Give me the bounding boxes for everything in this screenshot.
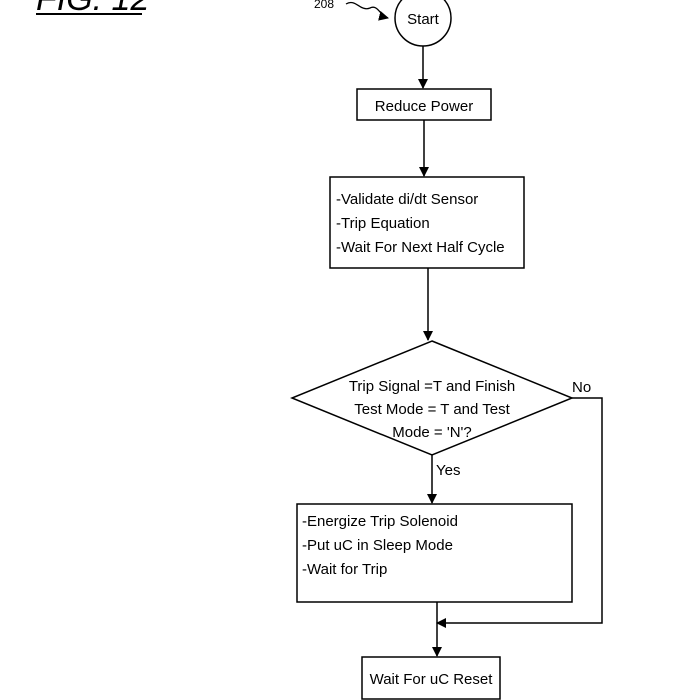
validate-line-2: -Trip Equation	[336, 215, 430, 232]
validate-line-1: -Validate di/dt Sensor	[336, 191, 478, 208]
energize-line-2: -Put uC in Sleep Mode	[302, 537, 453, 554]
arrow-no-branch	[436, 397, 603, 628]
energize-trip-box	[296, 503, 573, 603]
decision-line-1: Trip Signal =T and Finish	[349, 378, 515, 395]
wait-reset-box	[361, 656, 501, 700]
reference-leader-line	[345, 1, 389, 21]
no-label: No	[572, 379, 591, 396]
decision-line-3: Mode = 'N'?	[392, 424, 472, 441]
decision-line-2: Test Mode = T and Test	[354, 401, 510, 418]
reference-numeral: 208	[314, 0, 334, 11]
yes-label: Yes	[436, 462, 460, 479]
wait-reset-label: Wait For uC Reset	[370, 671, 494, 688]
validate-line-3: -Wait For Next Half Cycle	[336, 239, 505, 256]
figure-label: FIG. 12	[36, 0, 149, 18]
reduce-power-box	[356, 88, 492, 121]
energize-line-1: -Energize Trip Solenoid	[302, 513, 458, 530]
start-label: Start	[407, 11, 440, 28]
validate-sensor-box	[329, 176, 525, 269]
energize-line-3: -Wait for Trip	[302, 561, 387, 578]
reduce-power-label: Reduce Power	[375, 98, 473, 115]
